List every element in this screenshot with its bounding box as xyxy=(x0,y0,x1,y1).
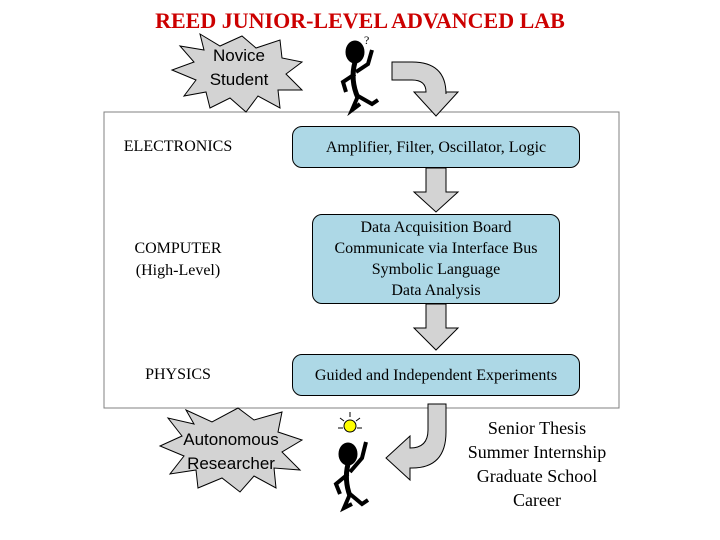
box-line: Amplifier, Filter, Oscillator, Logic xyxy=(325,138,547,156)
computer-box: Data Acquisition Board Communicate via I… xyxy=(312,214,560,304)
curved-arrow-in xyxy=(391,61,460,117)
stage-label-computer: COMPUTER (High-Level) xyxy=(108,238,248,282)
stage-label-line: PHYSICS xyxy=(145,366,211,383)
stage-label-electronics: ELECTRONICS xyxy=(108,136,248,158)
box-line: Data Analysis xyxy=(391,282,481,299)
stage-label-line: COMPUTER xyxy=(134,240,222,257)
curved-arrow-out xyxy=(385,403,447,482)
box-line: Symbolic Language xyxy=(371,261,501,278)
outcome-item: Career xyxy=(513,490,561,510)
autonomous-burst xyxy=(158,407,304,493)
stage-label-line: ELECTRONICS xyxy=(123,138,233,155)
outcome-item: Graduate School xyxy=(476,466,598,486)
novice-line-1: Novice xyxy=(213,46,265,65)
down-arrow-2 xyxy=(412,303,460,351)
physics-box: Guided and Independent Experiments xyxy=(292,354,580,396)
diagram-title: REED JUNIOR-LEVEL ADVANCED LAB xyxy=(155,8,565,33)
novice-burst xyxy=(170,32,304,113)
down-arrow-1 xyxy=(412,167,460,213)
novice-line-2: Student xyxy=(209,70,269,89)
outcome-item: Summer Internship xyxy=(467,442,607,462)
outcomes-list: Senior Thesis Summer Internship Graduate… xyxy=(452,416,622,512)
autonomous-line-1: Autonomous xyxy=(183,430,279,449)
novice-student-label: Novice Student xyxy=(196,44,282,92)
stage-label-line: (High-Level) xyxy=(135,262,221,279)
box-line: Guided and Independent Experiments xyxy=(314,366,558,384)
electronics-box: Amplifier, Filter, Oscillator, Logic xyxy=(292,126,580,168)
box-line: Communicate via Interface Bus xyxy=(334,240,538,257)
svg-text:?: ? xyxy=(364,33,369,47)
autonomous-line-2: Researcher xyxy=(187,454,275,473)
autonomous-researcher-label: Autonomous Researcher xyxy=(176,428,286,476)
outcome-item: Senior Thesis xyxy=(487,418,587,438)
stick-figure-question-icon: ? xyxy=(340,33,380,117)
stick-figure-lightbulb-icon xyxy=(333,412,370,513)
stage-label-physics: PHYSICS xyxy=(108,364,248,386)
box-line: Data Acquisition Board xyxy=(360,219,512,236)
